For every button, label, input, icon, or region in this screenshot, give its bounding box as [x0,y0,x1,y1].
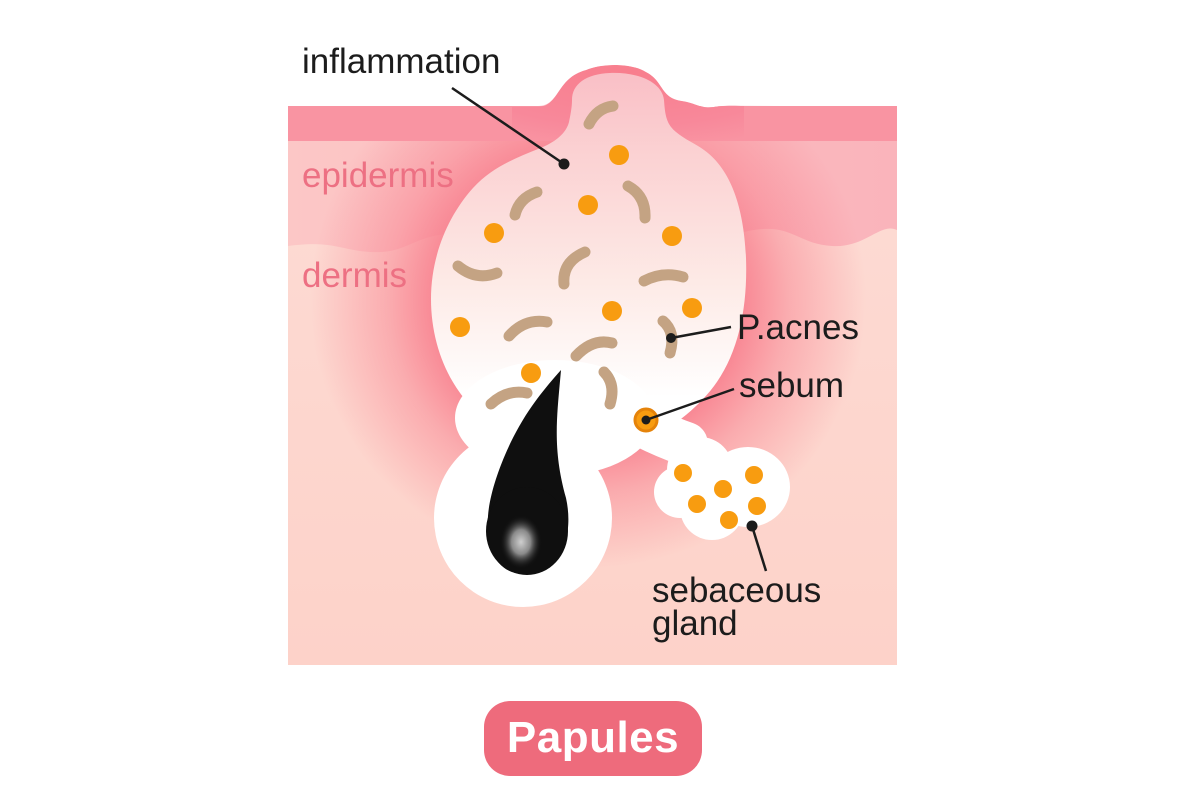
leader-lines [451,86,768,572]
sebum-dot [521,363,541,383]
leader-dots [558,158,758,532]
sebum-dot [720,511,738,529]
label-p-acnes: P.acnes [737,308,859,347]
bacteria-rod [622,180,651,224]
leader-line-sebaceous-gland [750,525,768,572]
leader-line-p-acnes [670,325,732,340]
label-epidermis: epidermis [302,156,454,195]
sebum-dot [745,466,763,484]
bacteria-rod [558,246,591,290]
label-sebum: sebum [739,366,845,405]
sebum-dot [674,464,692,482]
leader-line-inflammation [451,86,565,166]
sebum-dot [662,226,682,246]
label-dermis: dermis [302,256,408,295]
leader-dot-sebum [641,415,651,425]
label-sebaceous-gland: sebaceous gland [652,571,822,643]
bacteria-rod [583,100,619,130]
leader-dot-sebaceous-gland [746,520,758,532]
hair-follicle-plug [486,370,569,575]
diagram-title-badge: Papules [484,701,702,776]
sebum-dot [748,497,766,515]
sebum-dot [714,480,732,498]
skin-cross-section [288,64,897,665]
leader-dot-p-acnes [666,333,676,343]
sebum-dot [578,195,598,215]
sebum-dot [484,223,504,243]
sebum-dot [609,145,629,165]
bacteria-rod [485,386,533,410]
papule-blob [431,72,747,455]
leader-dot-inflammation [558,158,570,170]
sebaceous-gland-dots-group [674,464,766,529]
sebum-dot [688,495,706,513]
bacteria-rod [503,315,553,342]
bacteria-rod [638,269,689,287]
sebum-dot [682,298,702,318]
follicle-highlight [500,515,542,569]
sebum-dot [602,301,622,321]
sebum-dot [450,317,470,337]
leader-line-sebum [645,387,735,422]
bacteria-rod [452,260,503,282]
label-inflammation: inflammation [302,42,501,81]
bacteria-rod [598,366,618,410]
bacteria-rod [570,336,618,362]
bacteria-rod [509,186,543,221]
diagram-title: Papules [506,712,680,762]
sebum-dots-group [450,145,702,383]
